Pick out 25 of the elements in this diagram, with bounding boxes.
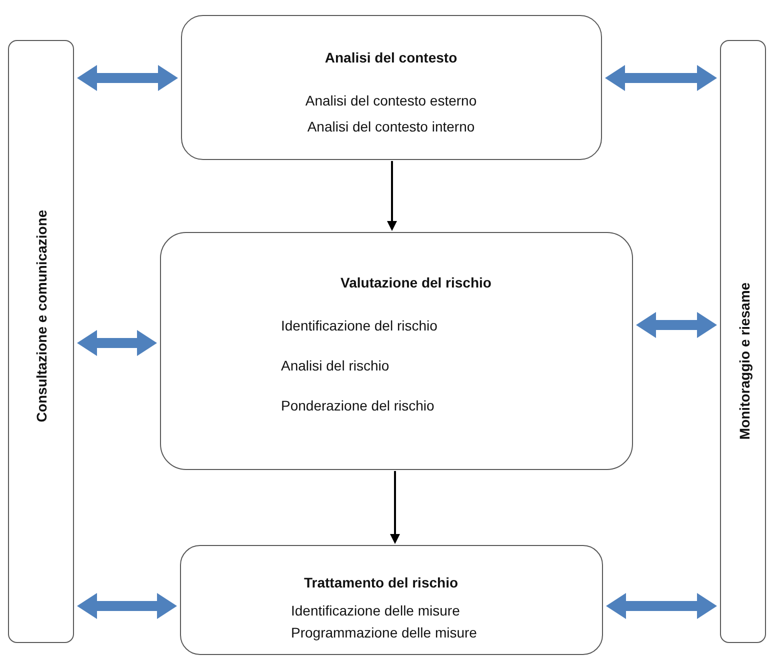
process-box [180, 545, 603, 655]
step-text: Identificazione del rischio [281, 318, 438, 334]
side-panel [8, 40, 74, 643]
box-heading: Valutazione del rischio [340, 274, 492, 292]
process-box [160, 232, 633, 470]
step-text: Analisi del rischio [281, 358, 390, 374]
step-text: Programmazione delle misure [291, 624, 477, 642]
side-panel [720, 40, 766, 643]
step-text: Identificazione delle misure [291, 602, 460, 620]
step-text: Ponderazione del rischio [281, 398, 434, 414]
double-arrow [606, 593, 717, 619]
box-heading: Analisi del contesto interno [307, 118, 475, 136]
double-arrow [77, 330, 157, 356]
double-arrow [605, 65, 717, 91]
double-arrow [636, 312, 717, 338]
arrow [387, 161, 397, 231]
double-arrow [77, 593, 177, 619]
box-heading: Analisi del contesto [324, 50, 458, 66]
box-heading: Analisi del contesto esterno [305, 92, 477, 110]
double-arrow [77, 65, 178, 91]
box-heading: Consultazione e comunicazione [34, 210, 50, 422]
process-box [181, 15, 602, 160]
arrow [390, 471, 400, 544]
box-heading: Trattamento del rischio [304, 574, 458, 592]
box-heading: Monitoraggio e riesame [736, 282, 754, 440]
